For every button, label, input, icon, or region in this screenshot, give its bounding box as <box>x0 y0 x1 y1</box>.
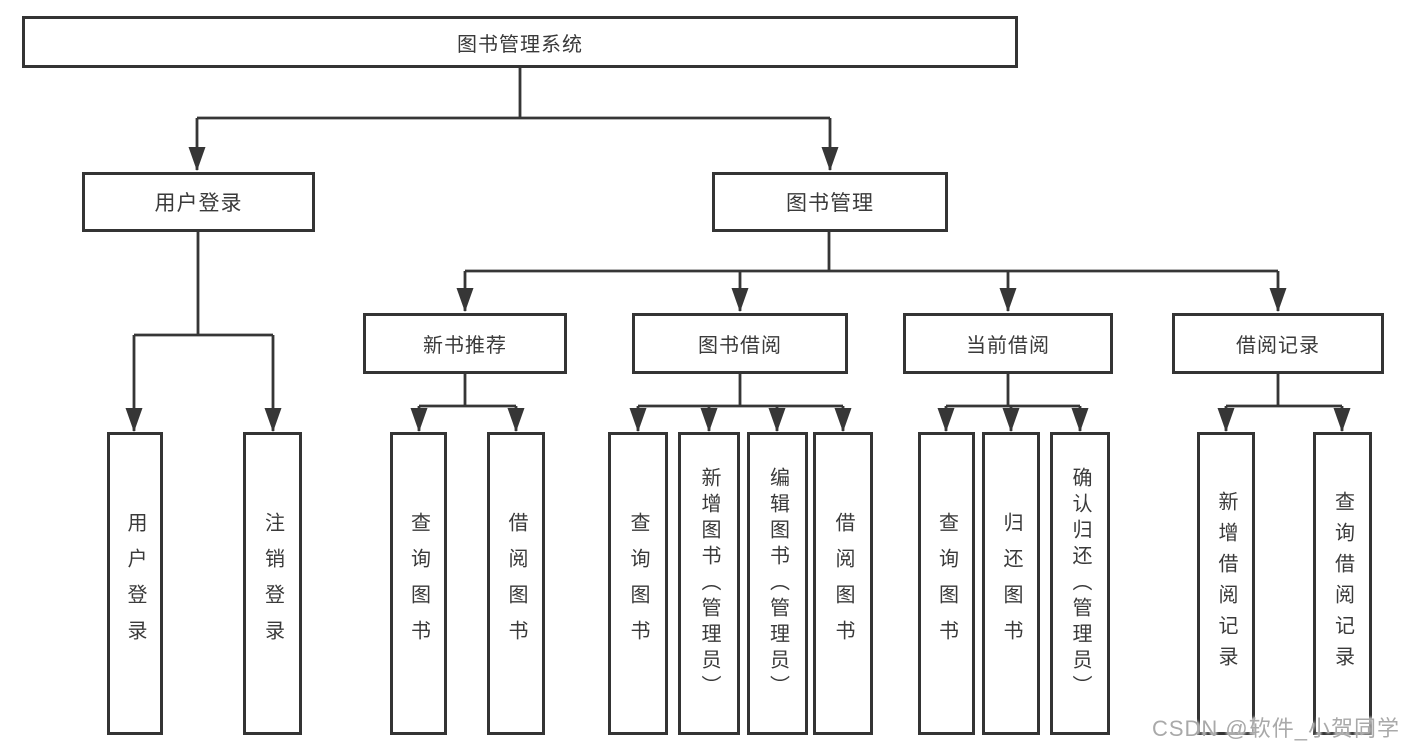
leaf-edit-book-admin: 编辑图书（管理员） <box>747 432 808 735</box>
node-root-label: 图书管理系统 <box>457 33 583 56</box>
node-book-borrow: 图书借阅 <box>632 313 848 374</box>
leaf-return-books: 归还图书 <box>982 432 1040 735</box>
leaf-borrow-books-2: 借阅图书 <box>813 432 873 735</box>
leaf-query-books-3: 查询图书 <box>918 432 975 735</box>
leaf-user-login: 用户登录 <box>107 432 163 735</box>
leaf-confirm-return-admin: 确认归还（管理员） <box>1050 432 1110 735</box>
leaf-query-borrow-record: 查询借阅记录 <box>1313 432 1372 735</box>
node-current-borrow-label: 当前借阅 <box>966 335 1050 357</box>
leaf-add-borrow-record-label: 新增借阅记录 <box>1215 490 1237 677</box>
connector-borrow-records-children <box>1217 374 1351 432</box>
leaf-query-borrow-record-label: 查询借阅记录 <box>1331 490 1354 677</box>
node-new-book-recommend: 新书推荐 <box>363 313 567 374</box>
node-borrow-records: 借阅记录 <box>1172 313 1384 374</box>
leaf-return-books-label: 归还图书 <box>1000 511 1022 656</box>
node-book-management-label: 图书管理 <box>786 192 874 215</box>
connector-user-login-children <box>125 232 282 432</box>
leaf-query-books-2: 查询图书 <box>608 432 668 735</box>
connector-new-book-recommend-children <box>410 374 525 432</box>
csdn-watermark: CSDN @软件_小贺同学 <box>1151 716 1400 741</box>
node-current-borrow: 当前借阅 <box>903 313 1113 374</box>
leaf-add-book-admin: 新增图书（管理员） <box>678 432 740 735</box>
node-borrow-records-label: 借阅记录 <box>1236 335 1320 357</box>
node-book-borrow-label: 图书借阅 <box>698 335 782 357</box>
node-user-login-label: 用户登录 <box>154 192 243 215</box>
connector-current-borrow-children <box>937 374 1089 432</box>
leaf-edit-book-admin-label: 编辑图书（管理员） <box>766 466 789 701</box>
leaf-logout: 注销登录 <box>243 432 302 735</box>
leaf-query-books-1-label: 查询图书 <box>407 511 430 656</box>
leaf-query-books-3-label: 查询图书 <box>935 511 958 656</box>
leaf-user-login-label: 用户登录 <box>124 511 146 656</box>
node-root: 图书管理系统 <box>22 16 1018 68</box>
node-new-book-recommend-label: 新书推荐 <box>423 335 507 357</box>
leaf-query-books-2-label: 查询图书 <box>627 511 649 656</box>
leaf-logout-label: 注销登录 <box>261 511 284 656</box>
leaf-confirm-return-admin-label: 确认归还（管理员） <box>1069 466 1091 701</box>
leaf-add-book-admin-label: 新增图书（管理员） <box>698 466 720 701</box>
leaf-borrow-books-2-label: 借阅图书 <box>832 511 854 656</box>
leaf-add-borrow-record: 新增借阅记录 <box>1197 432 1255 735</box>
connector-root-to-level2 <box>188 68 839 171</box>
leaf-query-books-1: 查询图书 <box>390 432 447 735</box>
leaf-borrow-books-1-label: 借阅图书 <box>505 511 527 656</box>
leaf-borrow-books-1: 借阅图书 <box>487 432 545 735</box>
node-book-management: 图书管理 <box>712 172 948 232</box>
connector-book-management-children <box>456 232 1287 312</box>
connector-book-borrow-children <box>629 374 852 432</box>
node-user-login: 用户登录 <box>82 172 315 232</box>
